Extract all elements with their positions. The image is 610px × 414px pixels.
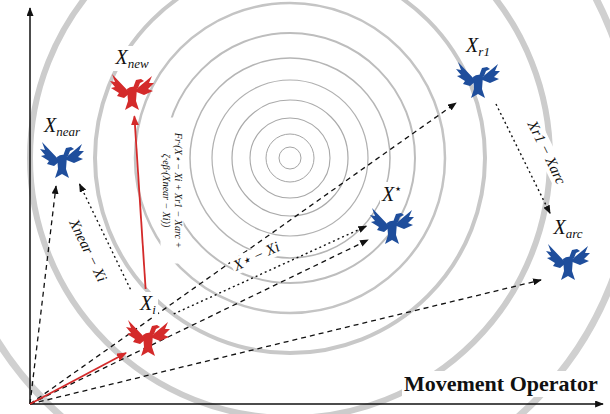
eagle-icon [39, 139, 85, 181]
eagle-icon [455, 59, 501, 101]
difference-vector [174, 226, 367, 314]
axes [30, 8, 603, 404]
vector-label: X⋆ − Xi [229, 238, 284, 276]
agent-label: Xarc [551, 216, 584, 241]
position-vector [30, 240, 368, 404]
eagle-icon [109, 71, 155, 113]
agent-label: Xnear [42, 114, 82, 139]
vector-label: Fr·(X⋆ − Xi + Xr1 − Xarc + ζ·eβ·(Xnear −… [161, 118, 184, 264]
agent-node: Xnew [109, 46, 155, 113]
eagle-icon [545, 241, 591, 283]
movement-arrow [134, 116, 145, 289]
agent-node: Xr1 [455, 34, 501, 101]
agent-node: X⋆ [369, 182, 415, 247]
agent-node: Xarc [545, 216, 591, 283]
agent-node: Xnear [39, 114, 85, 181]
agent-node: Xi [125, 292, 171, 359]
vector-label: Xnear − Xi [64, 215, 111, 287]
agent-label: Xi [138, 292, 158, 317]
position-vector [30, 103, 456, 404]
agent-label: Xnew [113, 46, 150, 71]
y-axis [29, 8, 31, 404]
current-position-vector [30, 353, 126, 404]
agent-label: Xr1 [464, 34, 492, 59]
position-vectors [30, 103, 541, 404]
diagram-title: Movement Operator [402, 371, 600, 397]
agent-label: X⋆ [380, 182, 404, 205]
eagle-icon [125, 317, 171, 359]
eagle-icon [369, 205, 415, 247]
vector-label: Xr1 − Xarc [523, 116, 570, 189]
position-vector [30, 186, 56, 404]
x-axis [30, 403, 603, 405]
